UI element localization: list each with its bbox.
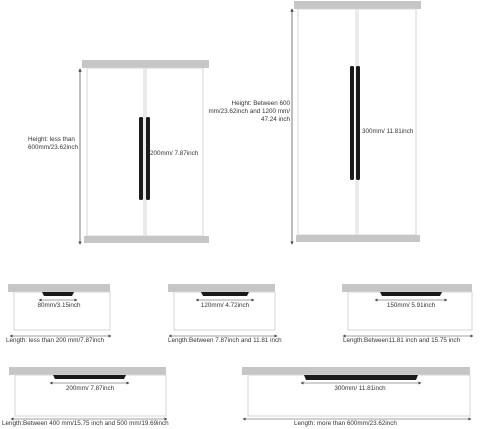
small-cabinet-top	[82, 60, 209, 68]
drawer-3-length-label: Length:Between11.81 inch and 15.75 inch	[343, 337, 461, 344]
large-cabinet-base	[296, 235, 420, 242]
drawer-2	[168, 284, 278, 338]
drawer-5-handle	[304, 375, 418, 380]
drawer-5-length-label: Length: more than 600mm/23.62inch	[294, 420, 397, 427]
large-cabinet-handle-label: 300mm/ 11.81inch	[362, 128, 414, 135]
small-cabinet-base	[84, 236, 209, 243]
drawer-5	[242, 367, 472, 421]
small-cabinet-handle-left	[139, 117, 143, 200]
drawer-1-length-label: Length: less than 200 mm/7.87inch	[6, 337, 105, 344]
drawer-4-handle	[53, 375, 126, 379]
drawer-4	[9, 367, 168, 421]
small-cabinet-left-door	[86, 67, 145, 237]
large-cabinet-height-label: Height: Between 600 mm/23.62inch and 120…	[208, 100, 290, 123]
drawer-4-length-label: Length:Between 400 mm/15.75 inch and 500…	[2, 420, 169, 427]
drawer-1-handle	[42, 292, 74, 296]
drawer-1-handle-label: 80mm/3.15inch	[37, 302, 81, 309]
drawer-1	[8, 284, 112, 338]
small-cabinet	[78, 60, 209, 245]
drawer-2-handle	[201, 292, 249, 296]
large-cabinet-left-door	[297, 8, 357, 236]
drawer-5-handle-label: 300mm/ 11.81inch	[334, 385, 386, 392]
drawer-2-handle-label: 120mm/ 4.72inch	[200, 302, 250, 309]
large-cabinet-top	[294, 1, 421, 9]
drawer-3-handle	[380, 292, 442, 296]
drawer-3-handle-label: 150mm/ 5.91inch	[386, 302, 436, 309]
drawer-3	[342, 284, 474, 338]
large-cabinet-handle-right	[356, 66, 360, 180]
large-cabinet-handle-left	[350, 66, 354, 180]
large-cabinet	[290, 1, 421, 245]
drawer-4-handle-label: 200mm/ 7.87inch	[65, 385, 115, 392]
large-cabinet-right-door	[357, 8, 417, 236]
small-cabinet-right-door	[145, 67, 204, 237]
small-cabinet-height-label: Height: less than 600mm/23.62inch	[28, 136, 79, 151]
drawer-2-length-label: Length:Between 7.87inch and 11.81 inch	[168, 337, 282, 344]
small-cabinet-handle-label: 200mm/ 7.87inch	[150, 150, 199, 157]
small-cabinet-handle-right	[146, 117, 150, 200]
